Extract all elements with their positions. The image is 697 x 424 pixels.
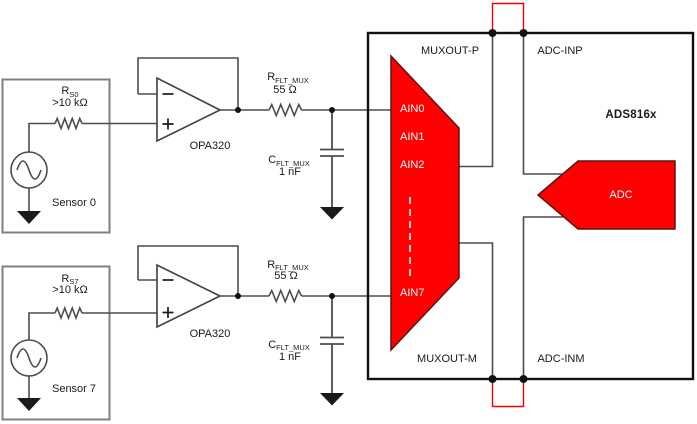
rc-filter-1 — [268, 288, 391, 406]
pin-label-adc-inm: ADC-INM — [537, 353, 585, 366]
sensor-0-resistor-icon — [54, 116, 83, 131]
pin-label-muxout-p: MUXOUT-P — [420, 45, 480, 58]
ref-subscript: FLT_MUX — [276, 158, 310, 168]
junction-dot — [488, 375, 497, 383]
opamp-1-feedback-wire — [137, 245, 269, 297]
junction-dot — [488, 29, 497, 37]
sensor-7-sine-icon — [16, 348, 42, 368]
filter-0-capacitor-icon — [320, 110, 344, 207]
sensor-0-ground-icon — [17, 211, 41, 224]
sensor-7-resistor-value: >10 kΩ — [52, 283, 88, 296]
ref-symbol: C — [268, 338, 277, 351]
ref-subscript: FLT_MUX — [276, 343, 310, 353]
filter-1-resistor-icon — [268, 288, 303, 304]
ref-subscript: FLT_MUX — [275, 75, 309, 85]
ref-symbol: C — [268, 154, 277, 167]
opamp-1-label: OPA320 — [189, 328, 231, 341]
sensor-0-resistor-ref: RS0 — [61, 85, 79, 99]
junction-dot — [329, 293, 335, 299]
bottom-red-jumper-wire — [491, 379, 525, 408]
ref-subscript: S0 — [69, 89, 79, 99]
filter-1-resistor-ref: RFLT_MUX — [267, 258, 309, 273]
ref-subscript: FLT_MUX — [275, 263, 309, 273]
rc-filter-0 — [268, 102, 391, 220]
sensor-7-resistor-ref: RS7 — [61, 272, 79, 287]
sensor-7-resistor-icon — [54, 305, 83, 321]
ads816x-block — [366, 2, 695, 408]
filter-1-cap-ref: CFLT_MUX — [268, 338, 310, 353]
sensor-0-sine-icon — [16, 160, 42, 180]
sensor-7-ground-icon — [17, 398, 41, 411]
filter-0-resistor-icon — [268, 102, 303, 118]
opamp-1-noninverting-input-icon — [162, 307, 174, 318]
muxout-m-wire — [459, 242, 494, 379]
opamp-0-triangle-icon — [156, 76, 222, 143]
adc-core-icon — [536, 160, 676, 230]
sensor-0-label: Sensor 0 — [51, 197, 97, 210]
filter-1-cap-value: 1 nF — [278, 351, 302, 364]
sensor-7-block — [1, 265, 157, 421]
sensor-0-block — [1, 78, 157, 234]
filter-1-ground-icon — [320, 393, 344, 406]
opamp-1-triangle-icon — [156, 263, 222, 329]
sensor-0-wire — [28, 122, 157, 152]
filter-0-resistor-ref: RFLT_MUX — [267, 71, 309, 85]
filter-1-resistor-value: 55 Ω — [274, 269, 298, 282]
mux-input-ain2: AIN2 — [400, 159, 425, 172]
adc-core-label: ADC — [609, 189, 633, 202]
ref-symbol: R — [267, 258, 276, 271]
opamp-1 — [137, 245, 269, 329]
mux-input-ain7: AIN7 — [400, 287, 425, 300]
adc-inm-wire — [522, 216, 563, 379]
mux-input-ain1: AIN1 — [400, 131, 425, 144]
filter-1-capacitor-icon — [320, 296, 344, 393]
mux-icon — [390, 54, 460, 352]
opamp-0 — [137, 57, 269, 143]
ref-symbol: R — [61, 85, 70, 98]
ref-symbol: R — [61, 272, 70, 285]
pin-label-muxout-m: MUXOUT-M — [417, 353, 477, 366]
filter-0-cap-value: 1 nF — [278, 166, 302, 179]
opamp-0-noninverting-input-icon — [162, 118, 174, 130]
ads816x-box — [366, 31, 695, 381]
ref-subscript: S7 — [69, 277, 79, 287]
opamp-0-label: OPA320 — [189, 140, 231, 153]
sensor-7-box — [1, 265, 111, 421]
adc-inp-wire — [522, 33, 562, 175]
mux-input-ain0: AIN0 — [400, 103, 425, 116]
muxout-p-wire — [459, 33, 494, 168]
junction-dot — [519, 375, 528, 383]
sensor-7-wire — [28, 312, 157, 340]
junction-dot — [235, 107, 241, 113]
junction-dot — [235, 293, 241, 299]
sensor-7-label: Sensor 7 — [51, 383, 97, 396]
pin-label-adc-inp: ADC-INP — [537, 45, 583, 58]
junction-dot — [329, 107, 335, 113]
sensor-0-box — [1, 78, 111, 234]
ref-symbol: R — [267, 71, 276, 84]
opamp-0-feedback-wire — [137, 57, 269, 111]
filter-0-resistor-value: 55 Ω — [273, 84, 297, 97]
sensor-0-resistor-value: >10 kΩ — [52, 96, 88, 109]
filter-0-cap-ref: CFLT_MUX — [268, 154, 310, 168]
device-name: ADS816x — [605, 108, 657, 121]
filter-0-ground-icon — [320, 207, 344, 220]
top-red-jumper-wire — [491, 2, 525, 33]
junction-dot — [519, 29, 528, 37]
